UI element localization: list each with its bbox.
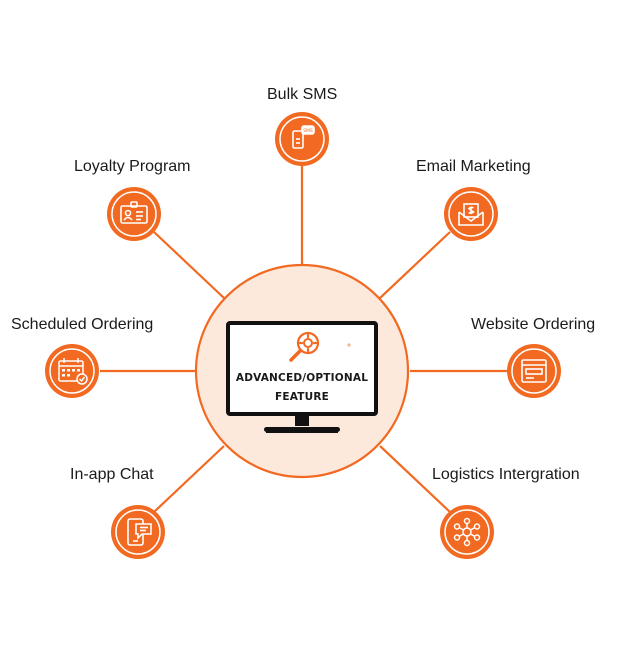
node-loyalty-program xyxy=(107,187,161,241)
id-card-icon xyxy=(120,201,148,224)
phone-chat-icon xyxy=(127,518,152,546)
label-loyalty-program: Loyalty Program xyxy=(74,158,191,175)
node-scheduled-ordering xyxy=(45,344,99,398)
center-title-line1: ADVANCED/OPTIONAL xyxy=(235,372,369,384)
connector-loyalty-program xyxy=(153,231,225,299)
label-logistics-intergration: Logistics Intergration xyxy=(432,466,580,483)
label-email-marketing: Email Marketing xyxy=(416,158,531,175)
center-title-line2: FEATURE xyxy=(274,391,329,403)
node-email-marketing xyxy=(444,187,498,241)
label-website-ordering: Website Ordering xyxy=(471,316,596,333)
browser-window-icon xyxy=(521,359,547,383)
label-scheduled-ordering: Scheduled Ordering xyxy=(11,316,154,333)
connector-logistics-intergration xyxy=(379,445,451,513)
label-bulk-sms: Bulk SMS xyxy=(267,86,338,103)
magnifier-gear-icon xyxy=(289,331,351,362)
label-in-app-chat: In-app Chat xyxy=(70,466,154,483)
network-hub-icon xyxy=(453,517,481,547)
connector-email-marketing xyxy=(379,231,451,299)
phone-sms-icon: SMS xyxy=(292,125,315,149)
calendar-check-icon xyxy=(58,358,88,385)
connector-in-app-chat xyxy=(153,445,225,513)
node-website-ordering xyxy=(507,344,561,398)
node-logistics-intergration xyxy=(440,505,494,559)
center-hub xyxy=(194,263,410,479)
node-bulk-sms: SMS xyxy=(275,112,329,166)
node-in-app-chat xyxy=(111,505,165,559)
svg-text:SMS: SMS xyxy=(303,128,313,134)
monitor-icon xyxy=(226,321,378,433)
envelope-dollar-icon xyxy=(458,203,484,226)
connectors xyxy=(100,166,508,513)
